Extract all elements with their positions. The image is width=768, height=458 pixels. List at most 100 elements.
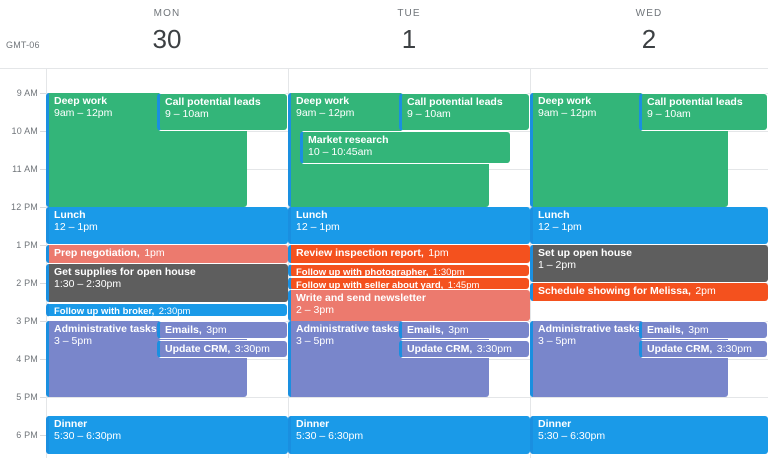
event-prep-negotiation-mon[interactable]: Prep negotiation, 1pm: [46, 245, 288, 263]
time-tick: [40, 93, 46, 94]
event-review-inspection-report-tue[interactable]: Review inspection report, 1pm: [288, 245, 530, 263]
time-tick: [40, 435, 46, 436]
event-time: 5:30 – 6:30pm: [54, 430, 122, 442]
time-tick: [40, 397, 46, 398]
event-title: Set up open house: [538, 247, 632, 259]
time-label: 2 PM: [16, 278, 38, 288]
event-title: Deep work: [538, 95, 592, 107]
event-lunch-tue[interactable]: Lunch 12 – 1pm: [288, 207, 530, 244]
event-title: Deep work: [54, 95, 108, 107]
event-write-send-newsletter-tue[interactable]: Write and send newsletter 2 – 3pm: [288, 290, 530, 321]
event-time: 3pm: [206, 324, 227, 336]
event-time: 1pm: [428, 247, 449, 259]
event-time: 12 – 1pm: [296, 221, 340, 233]
time-label: 12 PM: [10, 202, 38, 212]
time-tick: [40, 359, 46, 360]
event-time: 2 – 3pm: [296, 304, 334, 316]
event-time: 5:30 – 6:30pm: [538, 430, 606, 442]
event-time: 1:45pm: [447, 280, 480, 290]
event-title: Update CRM,: [647, 343, 713, 355]
event-time: 9am – 12pm: [54, 107, 113, 119]
event-follow-up-seller-yard-tue[interactable]: Follow up with seller about yard, 1:45pm: [288, 277, 530, 290]
event-lunch-wed[interactable]: Lunch 12 – 1pm: [530, 207, 768, 244]
event-time: 1 – 2pm: [538, 259, 576, 271]
event-time: 3 – 5pm: [538, 335, 576, 347]
day-header-tue[interactable]: TUE 1: [288, 8, 530, 56]
event-title: Dinner: [538, 418, 572, 430]
event-emails-wed[interactable]: Emails, 3pm: [639, 321, 768, 339]
event-schedule-showing-melissa-wed[interactable]: Schedule showing for Melissa, 2pm: [530, 283, 768, 301]
time-label: 5 PM: [16, 392, 38, 402]
event-call-potential-leads-tue[interactable]: Call potential leads 9 – 10am: [399, 93, 530, 131]
event-dinner-wed[interactable]: Dinner 5:30 – 6:30pm: [530, 416, 768, 454]
event-emails-mon[interactable]: Emails, 3pm: [157, 321, 288, 339]
day-of-week-label: WED: [635, 8, 663, 19]
day-header-mon[interactable]: MON 30: [46, 8, 288, 56]
event-title: Update CRM,: [407, 343, 473, 355]
event-get-supplies-open-house-mon[interactable]: Get supplies for open house 1:30 – 2:30p…: [46, 264, 288, 302]
event-title: Get supplies for open house: [54, 266, 196, 278]
time-label: 4 PM: [16, 354, 38, 364]
time-tick: [40, 321, 46, 322]
event-title: Call potential leads: [647, 96, 743, 108]
time-label: 9 AM: [16, 88, 38, 98]
time-tick: [40, 131, 46, 132]
time-grid[interactable]: 9 AM 10 AM 11 AM 12 PM 1 PM 2 PM 3 PM 4 …: [0, 68, 768, 458]
event-title: Review inspection report,: [296, 247, 424, 259]
day-number-label: 2: [641, 24, 657, 54]
event-time: 9 – 10am: [407, 108, 451, 120]
event-time: 9am – 12pm: [296, 107, 355, 119]
event-time: 2pm: [695, 285, 716, 297]
event-follow-up-broker-mon[interactable]: Follow up with broker, 2:30pm: [46, 303, 288, 317]
event-update-crm-tue[interactable]: Update CRM, 3:30pm: [399, 340, 530, 358]
event-dinner-tue[interactable]: Dinner 5:30 – 6:30pm: [288, 416, 530, 454]
event-time: 3:30pm: [476, 343, 512, 355]
event-title: Dinner: [54, 418, 88, 430]
event-time: 3pm: [448, 324, 469, 336]
time-label: 1 PM: [16, 240, 38, 250]
event-time: 3:30pm: [716, 343, 752, 355]
time-label: 11 AM: [12, 164, 38, 174]
event-update-crm-wed[interactable]: Update CRM, 3:30pm: [639, 340, 768, 358]
event-title: Lunch: [296, 209, 328, 221]
grid-column-divider: [288, 68, 289, 458]
event-time: 12 – 1pm: [538, 221, 582, 233]
event-title: Dinner: [296, 418, 330, 430]
event-emails-tue[interactable]: Emails, 3pm: [399, 321, 530, 339]
event-time: 12 – 1pm: [54, 221, 98, 233]
event-title: Prep negotiation,: [54, 247, 140, 259]
event-time: 3 – 5pm: [296, 335, 334, 347]
event-time: 5:30 – 6:30pm: [296, 430, 364, 442]
event-title: Administrative tasks: [538, 323, 641, 335]
event-time: 1pm: [144, 247, 165, 259]
event-title: Market research: [308, 134, 389, 146]
event-title: Deep work: [296, 95, 350, 107]
event-follow-up-photographer-tue[interactable]: Follow up with photographer, 1:30pm: [288, 264, 530, 277]
event-dinner-mon[interactable]: Dinner 5:30 – 6:30pm: [46, 416, 288, 454]
time-tick: [40, 283, 46, 284]
event-time: 1:30pm: [432, 267, 465, 277]
event-title: Update CRM,: [165, 343, 231, 355]
day-header-wed[interactable]: WED 2: [530, 8, 768, 56]
event-title: Lunch: [538, 209, 570, 221]
event-market-research-tue[interactable]: Market research 10 – 10:45am: [300, 131, 511, 164]
event-title: Emails,: [407, 324, 444, 336]
event-title: Lunch: [54, 209, 86, 221]
event-time: 2:30pm: [158, 306, 191, 317]
event-title: Follow up with broker,: [54, 306, 155, 317]
event-call-potential-leads-wed[interactable]: Call potential leads 9 – 10am: [639, 93, 768, 131]
event-call-potential-leads-mon[interactable]: Call potential leads 9 – 10am: [157, 93, 288, 131]
event-update-crm-mon[interactable]: Update CRM, 3:30pm: [157, 340, 288, 358]
event-time: 9 – 10am: [647, 108, 691, 120]
event-time: 10 – 10:45am: [308, 146, 373, 158]
event-administrative-tasks-tue[interactable]: Administrative tasks 3 – 5pm: [288, 321, 489, 397]
event-set-up-open-house-wed[interactable]: Set up open house 1 – 2pm: [530, 245, 768, 282]
event-time: 1:30 – 2:30pm: [54, 278, 122, 290]
event-lunch-mon[interactable]: Lunch 12 – 1pm: [46, 207, 288, 244]
event-title: Follow up with photographer,: [296, 267, 429, 277]
event-title: Write and send newsletter: [296, 292, 426, 304]
time-tick: [40, 207, 46, 208]
event-title: Administrative tasks: [54, 323, 157, 335]
time-label: 3 PM: [16, 316, 38, 326]
